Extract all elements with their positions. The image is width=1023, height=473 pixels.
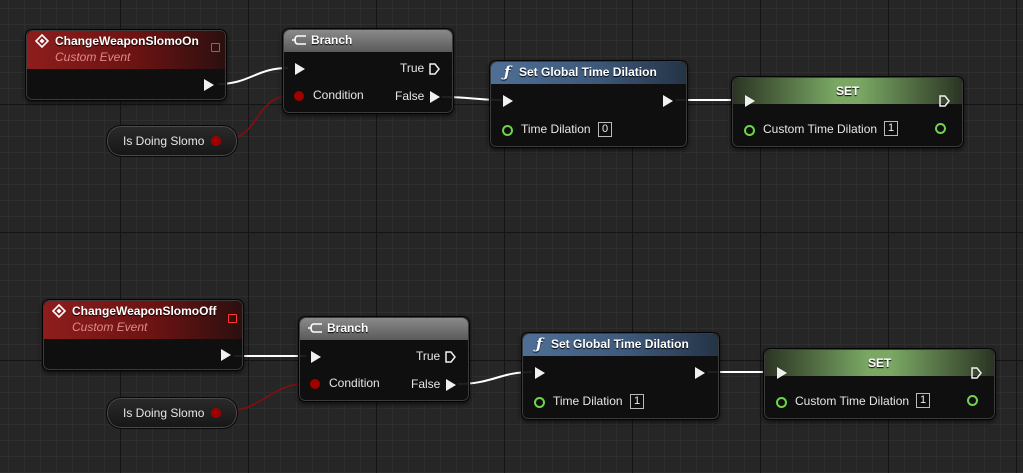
node-header bbox=[733, 78, 962, 104]
exec-input-pin[interactable] bbox=[745, 95, 755, 107]
param-label: Custom Time Dilation bbox=[795, 394, 910, 408]
bool-output-pin[interactable] bbox=[211, 136, 221, 146]
exec-wire bbox=[217, 67, 289, 85]
delegate-pin[interactable] bbox=[228, 314, 237, 323]
branch-icon bbox=[308, 323, 322, 333]
exec-output-pin[interactable] bbox=[695, 367, 705, 379]
condition-input-pin[interactable] bbox=[294, 91, 304, 101]
false-label: False bbox=[411, 377, 441, 391]
true-label: True bbox=[416, 349, 441, 363]
float-output-pin[interactable] bbox=[935, 123, 946, 134]
set-global-time-dilation-node[interactable]: ƒ Set Global Time Dilation Time Dilation… bbox=[521, 332, 720, 420]
set-title: SET bbox=[868, 356, 892, 370]
set-global-time-dilation-node[interactable]: ƒ Set Global Time Dilation Time Dilation… bbox=[489, 60, 688, 148]
set-title: SET bbox=[836, 84, 860, 98]
event-subtitle: Custom Event bbox=[72, 320, 148, 334]
delegate-pin[interactable] bbox=[211, 43, 220, 52]
get-variable-is-doing-slomo[interactable]: Is Doing Slomo bbox=[106, 397, 238, 429]
node-header bbox=[27, 31, 225, 69]
time-dilation-value-input[interactable]: 0 bbox=[598, 122, 613, 137]
false-exec-output-pin[interactable] bbox=[430, 91, 440, 103]
float-input-pin[interactable] bbox=[776, 397, 787, 408]
bool-output-pin[interactable] bbox=[211, 408, 221, 418]
exec-input-pin[interactable] bbox=[535, 367, 545, 379]
node-header bbox=[300, 318, 468, 340]
param-label: Time Dilation bbox=[521, 122, 591, 136]
param-label: Time Dilation bbox=[553, 394, 623, 408]
exec-output-pin[interactable] bbox=[221, 349, 231, 361]
exec-input-pin[interactable] bbox=[777, 367, 787, 379]
function-icon: ƒ bbox=[536, 335, 543, 353]
float-input-pin[interactable] bbox=[534, 397, 545, 408]
condition-label: Condition bbox=[313, 88, 364, 102]
branch-icon bbox=[292, 35, 306, 45]
set-variable-node[interactable]: SET Custom Time Dilation 1 bbox=[731, 76, 964, 148]
custom-time-dilation-value-input[interactable]: 1 bbox=[884, 121, 899, 136]
node-header bbox=[765, 350, 994, 376]
event-subtitle: Custom Event bbox=[55, 50, 131, 64]
variable-label: Is Doing Slomo bbox=[123, 406, 205, 420]
exec-input-pin[interactable] bbox=[311, 351, 321, 363]
event-title: ChangeWeaponSlomoOff bbox=[72, 304, 217, 318]
condition-input-pin[interactable] bbox=[310, 379, 320, 389]
exec-output-pin[interactable] bbox=[204, 79, 214, 91]
condition-label: Condition bbox=[329, 376, 380, 390]
function-title: Set Global Time Dilation bbox=[551, 337, 689, 351]
float-input-pin[interactable] bbox=[502, 125, 513, 136]
node-header bbox=[284, 30, 452, 52]
node-header bbox=[44, 301, 242, 339]
exec-input-pin[interactable] bbox=[295, 63, 305, 75]
event-diamond-icon bbox=[35, 34, 49, 48]
false-exec-output-pin[interactable] bbox=[446, 379, 456, 391]
time-dilation-value-input[interactable]: 1 bbox=[630, 394, 645, 409]
branch-title: Branch bbox=[327, 321, 369, 335]
exec-output-pin[interactable] bbox=[663, 95, 673, 107]
branch-node[interactable]: Branch Condition True False bbox=[298, 316, 470, 402]
node-header bbox=[491, 62, 686, 84]
float-input-pin[interactable] bbox=[744, 125, 755, 136]
event-title: ChangeWeaponSlomoOn bbox=[55, 34, 199, 48]
exec-output-pin[interactable] bbox=[971, 367, 982, 379]
branch-title: Branch bbox=[311, 33, 353, 47]
custom-event-node-slomo-on[interactable]: ChangeWeaponSlomoOn Custom Event bbox=[25, 29, 227, 101]
exec-output-pin[interactable] bbox=[939, 95, 950, 107]
false-label: False bbox=[395, 89, 425, 103]
custom-event-node-slomo-off[interactable]: ChangeWeaponSlomoOff Custom Event bbox=[42, 299, 244, 371]
float-output-pin[interactable] bbox=[967, 395, 978, 406]
param-label: Custom Time Dilation bbox=[763, 122, 878, 136]
custom-time-dilation-value-input[interactable]: 1 bbox=[916, 393, 931, 408]
function-title: Set Global Time Dilation bbox=[519, 65, 657, 79]
branch-node[interactable]: Branch Condition True False bbox=[282, 28, 454, 114]
node-header bbox=[523, 334, 718, 356]
event-diamond-icon bbox=[52, 304, 66, 318]
exec-input-pin[interactable] bbox=[503, 95, 513, 107]
set-variable-node[interactable]: SET Custom Time Dilation 1 bbox=[763, 348, 996, 420]
get-variable-is-doing-slomo[interactable]: Is Doing Slomo bbox=[106, 125, 238, 157]
function-icon: ƒ bbox=[504, 63, 511, 81]
true-exec-output-pin[interactable] bbox=[429, 63, 440, 75]
true-exec-output-pin[interactable] bbox=[445, 351, 456, 363]
variable-label: Is Doing Slomo bbox=[123, 134, 205, 148]
true-label: True bbox=[400, 61, 425, 75]
